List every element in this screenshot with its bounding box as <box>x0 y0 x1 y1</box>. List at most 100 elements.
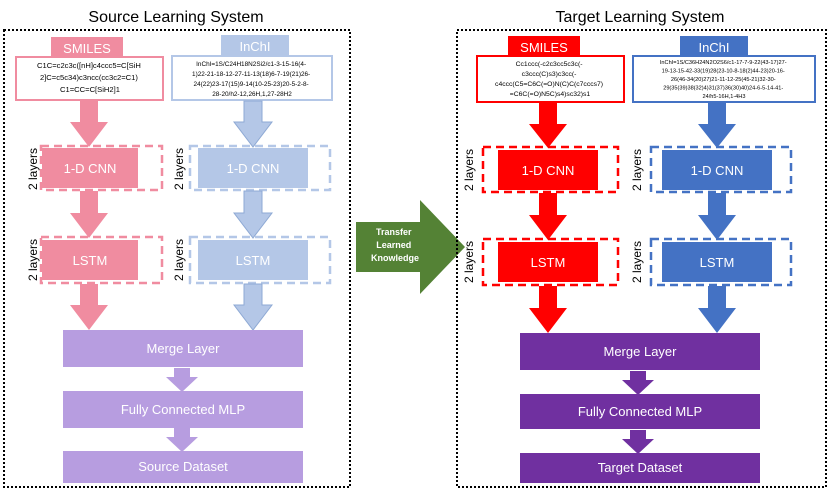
target-inchi-lstm-block <box>662 242 772 282</box>
target-cnn-to-lstm-arrow <box>529 193 567 240</box>
source-inchi-cnn-label: 1-D CNN <box>227 161 280 176</box>
target-smiles-to-cnn-arrow <box>529 103 567 148</box>
source-inchi-line: 1)22-21-18-12-27-11-13(18)6-7-19(21)26- <box>192 71 310 78</box>
source-lstm-to-merge-arrow <box>70 284 108 330</box>
source-smiles-cnn-frame <box>39 144 164 192</box>
source-dataset <box>63 451 303 483</box>
source-smiles-string-box <box>15 56 164 101</box>
target-mlp-label: Fully Connected MLP <box>578 404 702 419</box>
source-inchi-label-box <box>221 35 289 57</box>
target-mlp-to-dataset-arrow <box>622 430 654 454</box>
target-inchi-line: 24/h5-16H,1-4H3 <box>703 94 746 100</box>
source-smiles-label-box <box>51 37 123 59</box>
target-smiles-line: =C6C(=O)N5C)s4)sc32)s1 <box>510 91 591 98</box>
source-mlp-layer <box>63 391 303 428</box>
source-smiles-lstm-label: LSTM <box>73 253 108 268</box>
target-inchi-line: 26(46-34(20)27)21-11-12-25(45-21)32-30- <box>671 77 776 83</box>
target-system-frame <box>456 29 827 488</box>
source-inchi-cnn-to-lstm-arrow <box>232 190 274 239</box>
source-inchi-lstm-label: LSTM <box>236 253 271 268</box>
target-mlp-layer <box>520 394 760 429</box>
source-smiles-line: C1=CC=C[SiH2]1 <box>60 85 120 94</box>
target-smiles-cnn-block <box>498 150 598 190</box>
target-merge-label: Merge Layer <box>604 344 678 359</box>
source-system-frame <box>3 29 351 488</box>
source-inchi-cnn-layers-label: 2 layers <box>172 148 186 190</box>
source-smiles-lstm-block <box>42 240 138 280</box>
target-inchi-cnn-frame <box>649 145 793 194</box>
target-smiles-lstm-block <box>498 242 598 282</box>
target-inchi-lstm-frame <box>649 237 793 287</box>
target-smiles-lstm-frame <box>481 237 620 287</box>
target-inchi-cnn-block <box>662 150 772 190</box>
target-smiles-line: c3ccc(C)s3)c3cc(- <box>522 71 577 78</box>
source-merge-layer <box>63 330 303 367</box>
target-inchi-line: InChI=1S/C36H24N2O2S6/c1-17-7-9-22(43-17… <box>660 60 787 66</box>
target-inchi-cnn-layers-label: 2 layers <box>630 149 644 191</box>
target-inchi-label-box <box>680 36 748 58</box>
source-inchi-label: InChI <box>239 39 270 54</box>
source-inchi-to-cnn-arrow <box>232 100 274 148</box>
source-smiles-cnn-label: 1-D CNN <box>64 161 117 176</box>
source-smiles-label: SMILES <box>63 41 111 56</box>
target-smiles-line: Cc1ccc(-c2c3cc5c3c(- <box>516 61 583 68</box>
target-inchi-lstm-layers-label: 2 layers <box>630 241 644 283</box>
source-inchi-string: InChI=1S/C24H18N2Si2/c1-3-15-16(4- 1)22-… <box>192 61 312 98</box>
source-inchi-lstm-to-merge-arrow <box>232 283 274 331</box>
target-smiles-lstm-layers-label: 2 layers <box>462 241 476 283</box>
target-merge-layer <box>520 333 760 370</box>
target-inchi-cnn-to-lstm-arrow <box>698 193 736 240</box>
transfer-label-line: Transfer <box>376 227 412 237</box>
source-inchi-line: 24(22)23-17(15)9-14(10-25-23)20-5-2-8- <box>194 81 309 88</box>
target-inchi-line: 29(35(39)38(32)4)31(37)36(30)40)24-6-5-1… <box>663 86 783 92</box>
target-smiles-label-box <box>508 36 580 58</box>
target-smiles-lstm-label: LSTM <box>531 255 566 270</box>
target-merge-to-mlp-arrow <box>622 371 654 395</box>
target-system-title: Target Learning System <box>556 9 725 26</box>
source-smiles-cnn-layers-label: 2 layers <box>26 148 40 190</box>
transfer-label-line: Learned <box>376 240 411 250</box>
source-inchi-string-box <box>171 55 333 101</box>
source-inchi-cnn-block <box>198 148 308 188</box>
target-lstm-to-merge-arrow <box>529 286 567 333</box>
source-system-title: Source Learning System <box>88 9 263 26</box>
source-smiles-cnn-block <box>42 148 138 188</box>
source-smiles-string: C1C=c2c3c([nH]c4ccc5=C[SiH 2]C=c5c34)c3n… <box>37 61 143 94</box>
target-smiles-cnn-label: 1-D CNN <box>522 163 575 178</box>
target-inchi-cnn-label: 1-D CNN <box>691 163 744 178</box>
source-smiles-to-cnn-arrow <box>70 101 108 147</box>
target-dataset <box>520 453 760 483</box>
source-mlp-label: Fully Connected MLP <box>121 402 245 417</box>
target-inchi-string: InChI=1S/C36H24N2O2S6/c1-17-7-9-22(43-17… <box>660 60 788 100</box>
target-dataset-label: Target Dataset <box>598 460 683 475</box>
source-inchi-cnn-frame <box>188 144 332 192</box>
transfer-label-line: Knowledge <box>371 253 419 263</box>
target-smiles-string-box <box>476 55 625 103</box>
target-inchi-string-box <box>632 55 816 103</box>
source-inchi-line: 28-20/h2-12,26H,1,27-28H2 <box>212 91 292 98</box>
source-smiles-lstm-frame <box>39 235 164 285</box>
target-inchi-label: InChI <box>698 40 729 55</box>
source-smiles-line: C1C=c2c3c([nH]c4ccc5=C[SiH <box>37 61 141 70</box>
source-merge-to-mlp-arrow <box>166 368 198 392</box>
source-mlp-to-dataset-arrow <box>166 428 198 452</box>
transfer-arrow <box>356 200 465 294</box>
source-smiles-lstm-layers-label: 2 layers <box>26 239 40 281</box>
source-inchi-lstm-frame <box>188 235 332 285</box>
target-smiles-string: Cc1ccc(-c2c3cc5c3c(- c3ccc(C)s3)c3cc(- c… <box>495 61 605 98</box>
source-inchi-lstm-block <box>198 240 308 280</box>
source-dataset-label: Source Dataset <box>138 459 228 474</box>
target-inchi-lstm-to-merge-arrow <box>698 286 736 333</box>
target-smiles-cnn-layers-label: 2 layers <box>462 149 476 191</box>
target-inchi-to-cnn-arrow <box>698 103 736 148</box>
target-inchi-lstm-label: LSTM <box>700 255 735 270</box>
source-inchi-line: InChI=1S/C24H18N2Si2/c1-3-15-16(4- <box>196 61 306 68</box>
target-inchi-line: 19-13-15-42-33(19)28(23-10-8-18(2)44-23)… <box>662 69 785 75</box>
source-merge-label: Merge Layer <box>147 341 221 356</box>
target-smiles-label: SMILES <box>520 40 568 55</box>
transfer-label: Transfer Learned Knowledge <box>371 227 419 263</box>
source-smiles-line: 2]C=c5c34)c3ncc(cc3c2=C1) <box>40 73 138 82</box>
target-smiles-cnn-frame <box>481 145 620 194</box>
source-cnn-to-lstm-arrow <box>70 191 108 238</box>
